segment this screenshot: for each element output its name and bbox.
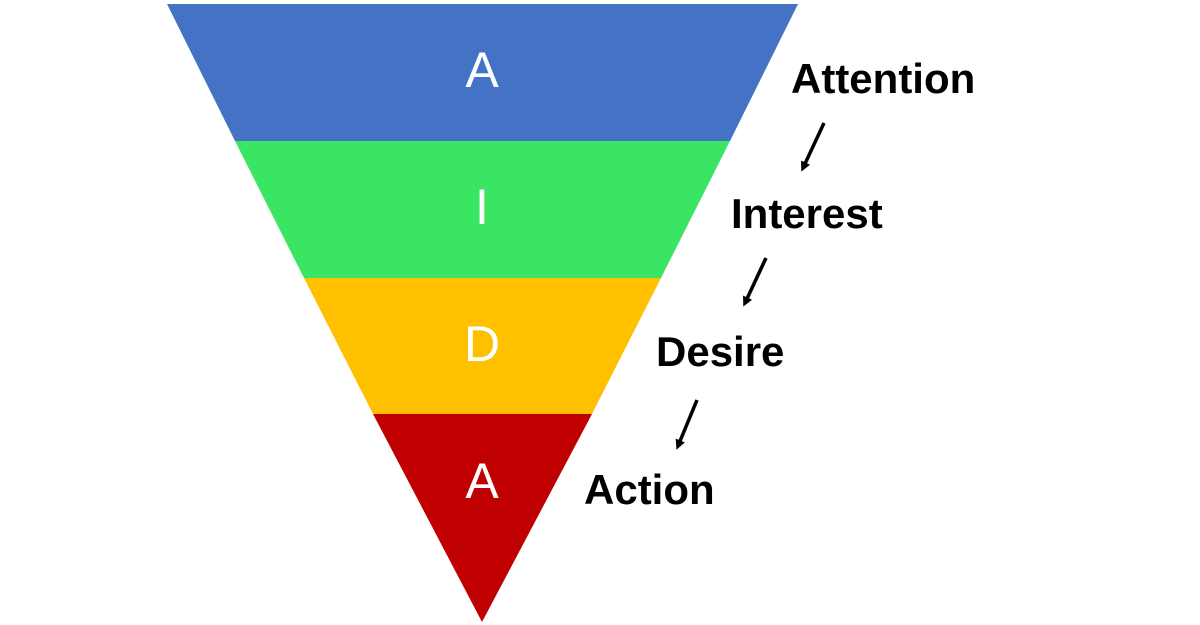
funnel-segment-attention <box>167 4 798 141</box>
arrow-desire-to-action-icon <box>675 399 699 450</box>
arrow-attention-to-interest-icon <box>801 122 826 172</box>
stage-label-interest: Interest <box>731 190 883 237</box>
funnel-segment-action <box>373 414 592 622</box>
funnel-letter-a-action: A <box>465 453 499 509</box>
funnel-letter-d: D <box>464 316 500 372</box>
arrow-interest-to-desire-icon <box>743 257 768 307</box>
stage-label-desire: Desire <box>656 328 785 375</box>
funnel-segment-desire <box>304 278 661 414</box>
stage-label-attention: Attention <box>791 55 976 102</box>
funnel-letter-i: I <box>475 179 489 235</box>
stage-label-action: Action <box>584 466 715 513</box>
funnel-letter-a-attention: A <box>465 42 499 98</box>
funnel-segment-interest <box>235 141 730 278</box>
